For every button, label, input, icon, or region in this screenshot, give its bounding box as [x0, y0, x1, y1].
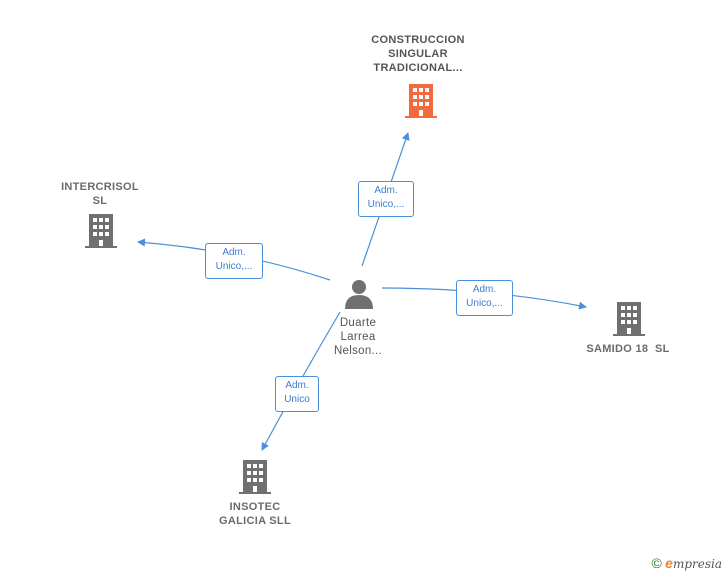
company-name-line: SL — [92, 195, 108, 207]
person-name-line: Duarte — [339, 317, 377, 329]
brand-logo-initial: e — [665, 555, 673, 571]
company-name-line: INSOTEC — [229, 501, 281, 513]
edge-label-line: Adm. — [472, 284, 497, 295]
person-name-line: Larrea — [340, 331, 376, 343]
company-label-samido[interactable]: SAMIDO 18 SL — [570, 342, 686, 356]
person-icon[interactable] — [343, 278, 375, 315]
company-name-line: TRADICIONAL... — [373, 62, 463, 74]
edge-label-line: Unico,... — [215, 261, 253, 272]
edge-label-line: Unico,... — [367, 199, 405, 210]
building-icon[interactable] — [405, 84, 437, 123]
edge-label-line: Unico — [284, 394, 310, 405]
footer-brand[interactable]: © empresia — [651, 555, 722, 571]
copyright-icon: © — [651, 555, 662, 571]
company-name-line: CONSTRUCCION — [371, 34, 465, 46]
building-icon[interactable] — [85, 214, 117, 253]
building-icon[interactable] — [239, 460, 271, 499]
company-name-line: INTERCRISOL — [61, 181, 139, 193]
company-label-insotec[interactable]: INSOTEC GALICIA SLL — [195, 500, 315, 528]
edge-label-intercrisol[interactable]: Adm. Unico,... — [205, 243, 263, 279]
brand-logo-text: mpresia — [672, 557, 722, 571]
company-name-line: SINGULAR — [388, 48, 448, 60]
company-label-intercrisol[interactable]: INTERCRISOL SL — [40, 180, 160, 208]
edge-label-samido[interactable]: Adm. Unico,... — [456, 280, 513, 316]
edge-label-line: Unico,... — [466, 298, 503, 309]
person-name-line: Nelson... — [333, 345, 383, 357]
edge-label-line: Adm. — [374, 185, 398, 196]
edge-label-construccion[interactable]: Adm. Unico,... — [358, 181, 414, 217]
edge-label-insotec[interactable]: Adm. Unico — [275, 376, 319, 412]
company-label-construccion[interactable]: CONSTRUCCION SINGULAR TRADICIONAL... — [348, 33, 488, 75]
company-name-line: SAMIDO 18 SL — [586, 343, 670, 355]
company-name-line: GALICIA SLL — [219, 515, 291, 527]
person-label[interactable]: Duarte Larrea Nelson... — [310, 316, 406, 358]
edge-label-line: Adm. — [222, 247, 246, 258]
edge-label-line: Adm. — [285, 380, 309, 391]
building-icon[interactable] — [613, 302, 645, 341]
